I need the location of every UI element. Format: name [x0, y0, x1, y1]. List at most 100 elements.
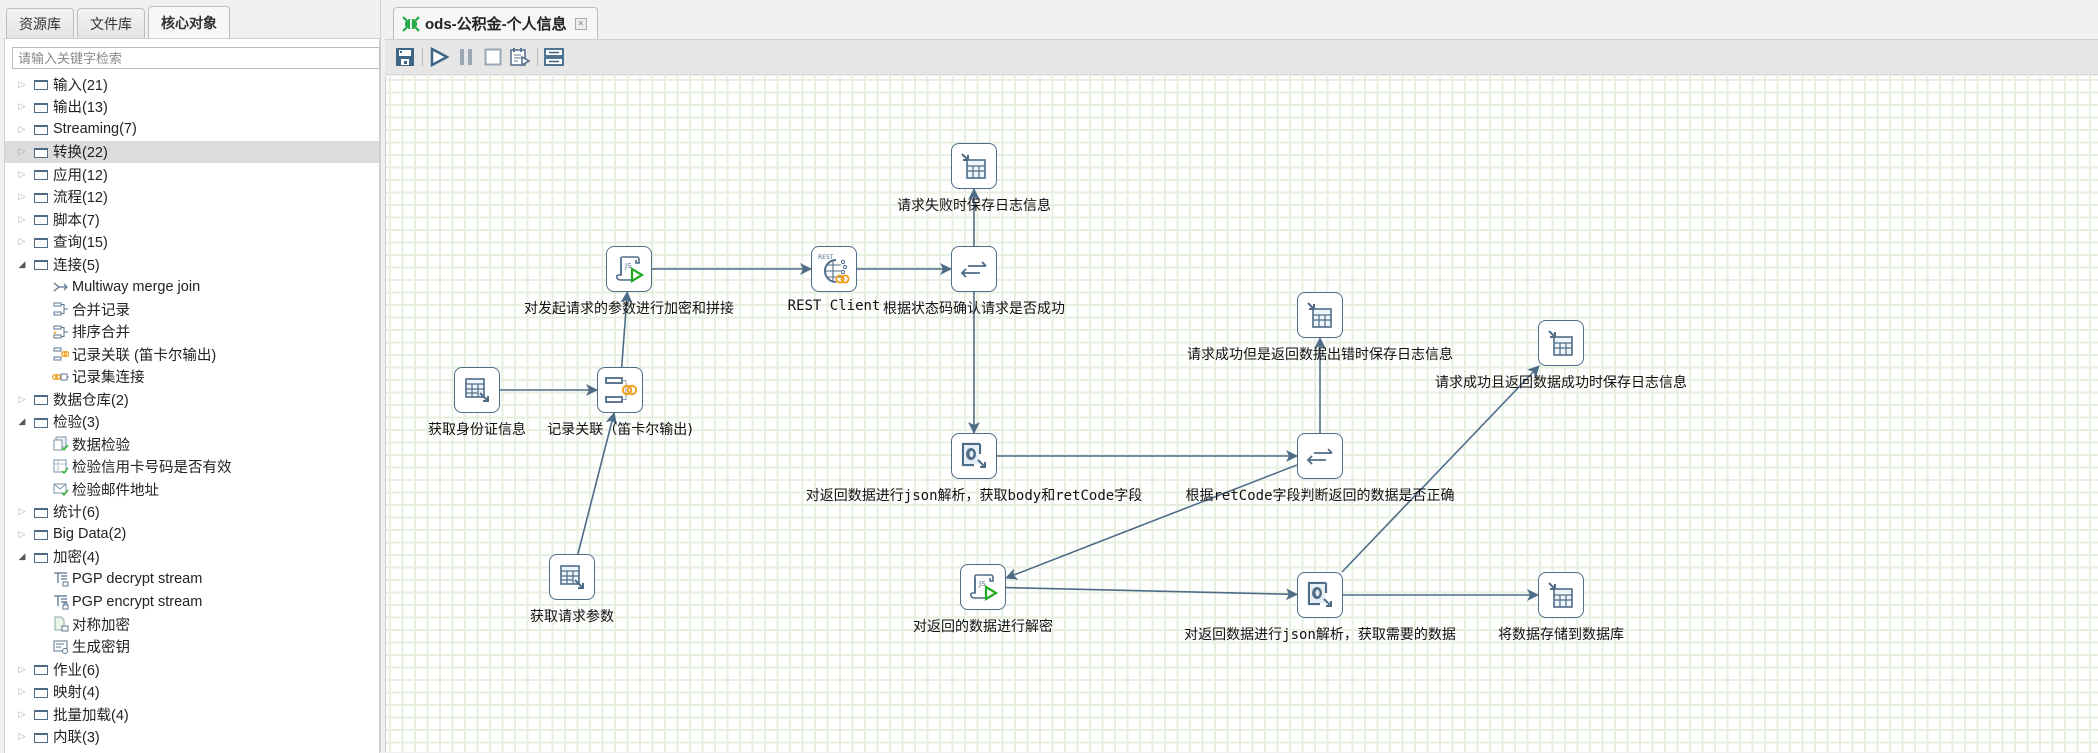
expanded-triangle-icon[interactable]: ◢ [18, 416, 26, 427]
step-label: 将数据存储到数据库 [1498, 627, 1624, 643]
tree-item-label: 检验邮件地址 [72, 482, 159, 499]
tree-folder[interactable]: ◢加密(4) [5, 546, 379, 569]
run-button[interactable] [428, 46, 450, 68]
step-label: 根据状态码确认请求是否成功 [883, 301, 1065, 317]
tree-folder[interactable]: ▷输入(21) [5, 73, 379, 96]
folder-icon [34, 665, 48, 676]
collapsed-triangle-icon[interactable]: ▷ [18, 506, 26, 517]
tree-folder[interactable]: ▷统计(6) [5, 501, 379, 524]
collapsed-triangle-icon[interactable]: ▷ [18, 236, 26, 247]
tree-folder-label: 脚本(7) [53, 212, 100, 229]
collapsed-triangle-icon[interactable]: ▷ [18, 731, 26, 742]
tree-item[interactable]: 对称加密 [5, 613, 379, 636]
folder-icon [34, 80, 48, 91]
step-label: 对返回数据进行json解析，获取需要的数据 [1184, 627, 1456, 643]
data-validator-icon [52, 436, 70, 452]
expanded-triangle-icon[interactable]: ◢ [18, 551, 26, 562]
credit-card-validator-icon [52, 459, 70, 474]
search-input[interactable] [12, 47, 380, 69]
folder-icon [34, 170, 48, 181]
pause-button[interactable] [455, 46, 477, 68]
tab-repository[interactable]: 资源库 [6, 8, 74, 39]
step-switch-case[interactable] [951, 246, 997, 292]
folder-icon [34, 507, 48, 518]
collapsed-triangle-icon[interactable]: ▷ [18, 191, 26, 202]
save-button[interactable] [394, 46, 416, 68]
hop-arrow[interactable] [577, 412, 618, 555]
step-json-input[interactable] [1297, 572, 1343, 618]
collapsed-triangle-icon[interactable]: ▷ [18, 708, 26, 719]
collapsed-triangle-icon[interactable]: ▷ [18, 663, 26, 674]
tree-item[interactable]: 数据检验 [5, 433, 379, 456]
collapsed-triangle-icon[interactable]: ▷ [18, 528, 26, 539]
hop-arrow[interactable] [1005, 586, 1298, 601]
hop-arrow[interactable] [1005, 464, 1298, 580]
step-table-input[interactable] [549, 554, 595, 600]
step-switch-case[interactable] [1297, 433, 1343, 479]
tree-folder[interactable]: ▷数据仓库(2) [5, 388, 379, 411]
collapsed-triangle-icon[interactable]: ▷ [18, 123, 26, 134]
tree-folder[interactable]: ▷应用(12) [5, 163, 379, 186]
tree-folder[interactable]: ▷内联(3) [5, 726, 379, 749]
step-table-output[interactable] [951, 143, 997, 189]
preview-button[interactable] [509, 46, 531, 68]
tree-folder[interactable]: ▷ 脚本(7) [5, 208, 379, 231]
tree-item[interactable]: 检验信用卡号码是否有效 [5, 456, 379, 479]
tree-folder[interactable]: ▷ 作业(6) [5, 658, 379, 681]
tree-folder-label: 作业(6) [53, 662, 100, 679]
merge-rows-icon [52, 302, 70, 316]
tree-folder[interactable]: ▷批量加载(4) [5, 703, 379, 726]
tree-folder[interactable]: ▷Big Data(2) [5, 523, 379, 546]
collapsed-triangle-icon[interactable]: ▷ [18, 101, 26, 112]
tree-folder[interactable]: ▷输出(13) [5, 96, 379, 119]
tree-item[interactable]: 检验邮件地址 [5, 478, 379, 501]
tree-item[interactable]: 生成密钥 [5, 636, 379, 659]
tree-item[interactable]: 合并记录 [5, 298, 379, 321]
tree-item-label: 合并记录 [72, 302, 130, 319]
step-javascript[interactable]: JS [606, 246, 652, 292]
collapsed-triangle-icon[interactable]: ▷ [18, 78, 26, 89]
play-icon [430, 47, 449, 67]
doc-tab[interactable]: ods-公积金-个人信息 ✕ [393, 7, 598, 39]
tab-core-objects[interactable]: 核心对象 [148, 6, 230, 39]
tab-file-library[interactable]: 文件库 [77, 8, 145, 39]
close-tab-icon[interactable]: ✕ [574, 17, 587, 30]
stop-button[interactable] [482, 46, 504, 68]
collapsed-triangle-icon[interactable]: ▷ [18, 146, 26, 157]
collapsed-triangle-icon[interactable]: ▷ [18, 393, 26, 404]
tree-folder[interactable]: ▷ 转换(22) [5, 140, 379, 163]
tree-folder-label: 转换(22) [53, 145, 108, 162]
tree-item[interactable]: PGP decrypt stream [5, 568, 379, 591]
sorted-merge-icon [52, 325, 70, 339]
transformation-icon [402, 15, 420, 32]
hop-arrow[interactable] [620, 291, 633, 368]
tree-folder[interactable]: ◢连接(5) [5, 253, 379, 276]
tree-item-label: 对称加密 [72, 617, 130, 634]
tree-folder[interactable]: ▷映射(4) [5, 681, 379, 704]
tree-folder[interactable]: ◢检验(3) [5, 411, 379, 434]
layout-button[interactable] [543, 46, 565, 68]
tree-item[interactable]: 记录关联 (笛卡尔输出) [5, 343, 379, 366]
step-join-rows[interactable] [597, 367, 643, 413]
step-table-output[interactable] [1297, 292, 1343, 338]
step-rest-client[interactable]: REST [811, 246, 857, 292]
expanded-triangle-icon[interactable]: ◢ [18, 258, 26, 269]
hop-arrow[interactable] [1341, 365, 1540, 573]
step-table-output[interactable] [1538, 572, 1584, 618]
tree-item[interactable]: 记录集连接 [5, 366, 379, 389]
tree-item-label: 记录关联 (笛卡尔输出) [72, 347, 217, 364]
step-table-input[interactable] [454, 367, 500, 413]
tree-item[interactable]: PGP encrypt stream [5, 591, 379, 614]
tree-folder[interactable]: ▷流程(12) [5, 186, 379, 209]
step-table-output[interactable] [1538, 320, 1584, 366]
step-javascript[interactable]: JS [960, 564, 1006, 610]
tree-item[interactable]: 排序合并 [5, 321, 379, 344]
collapsed-triangle-icon[interactable]: ▷ [18, 168, 26, 179]
collapsed-triangle-icon[interactable]: ▷ [18, 686, 26, 697]
tree-item[interactable]: Multiway merge join [5, 276, 379, 299]
tree-folder[interactable]: ▷查询(15) [5, 231, 379, 254]
step-json-input[interactable] [951, 433, 997, 479]
tree-folder[interactable]: ▷Streaming(7) [5, 118, 379, 141]
collapsed-triangle-icon[interactable]: ▷ [18, 213, 26, 224]
